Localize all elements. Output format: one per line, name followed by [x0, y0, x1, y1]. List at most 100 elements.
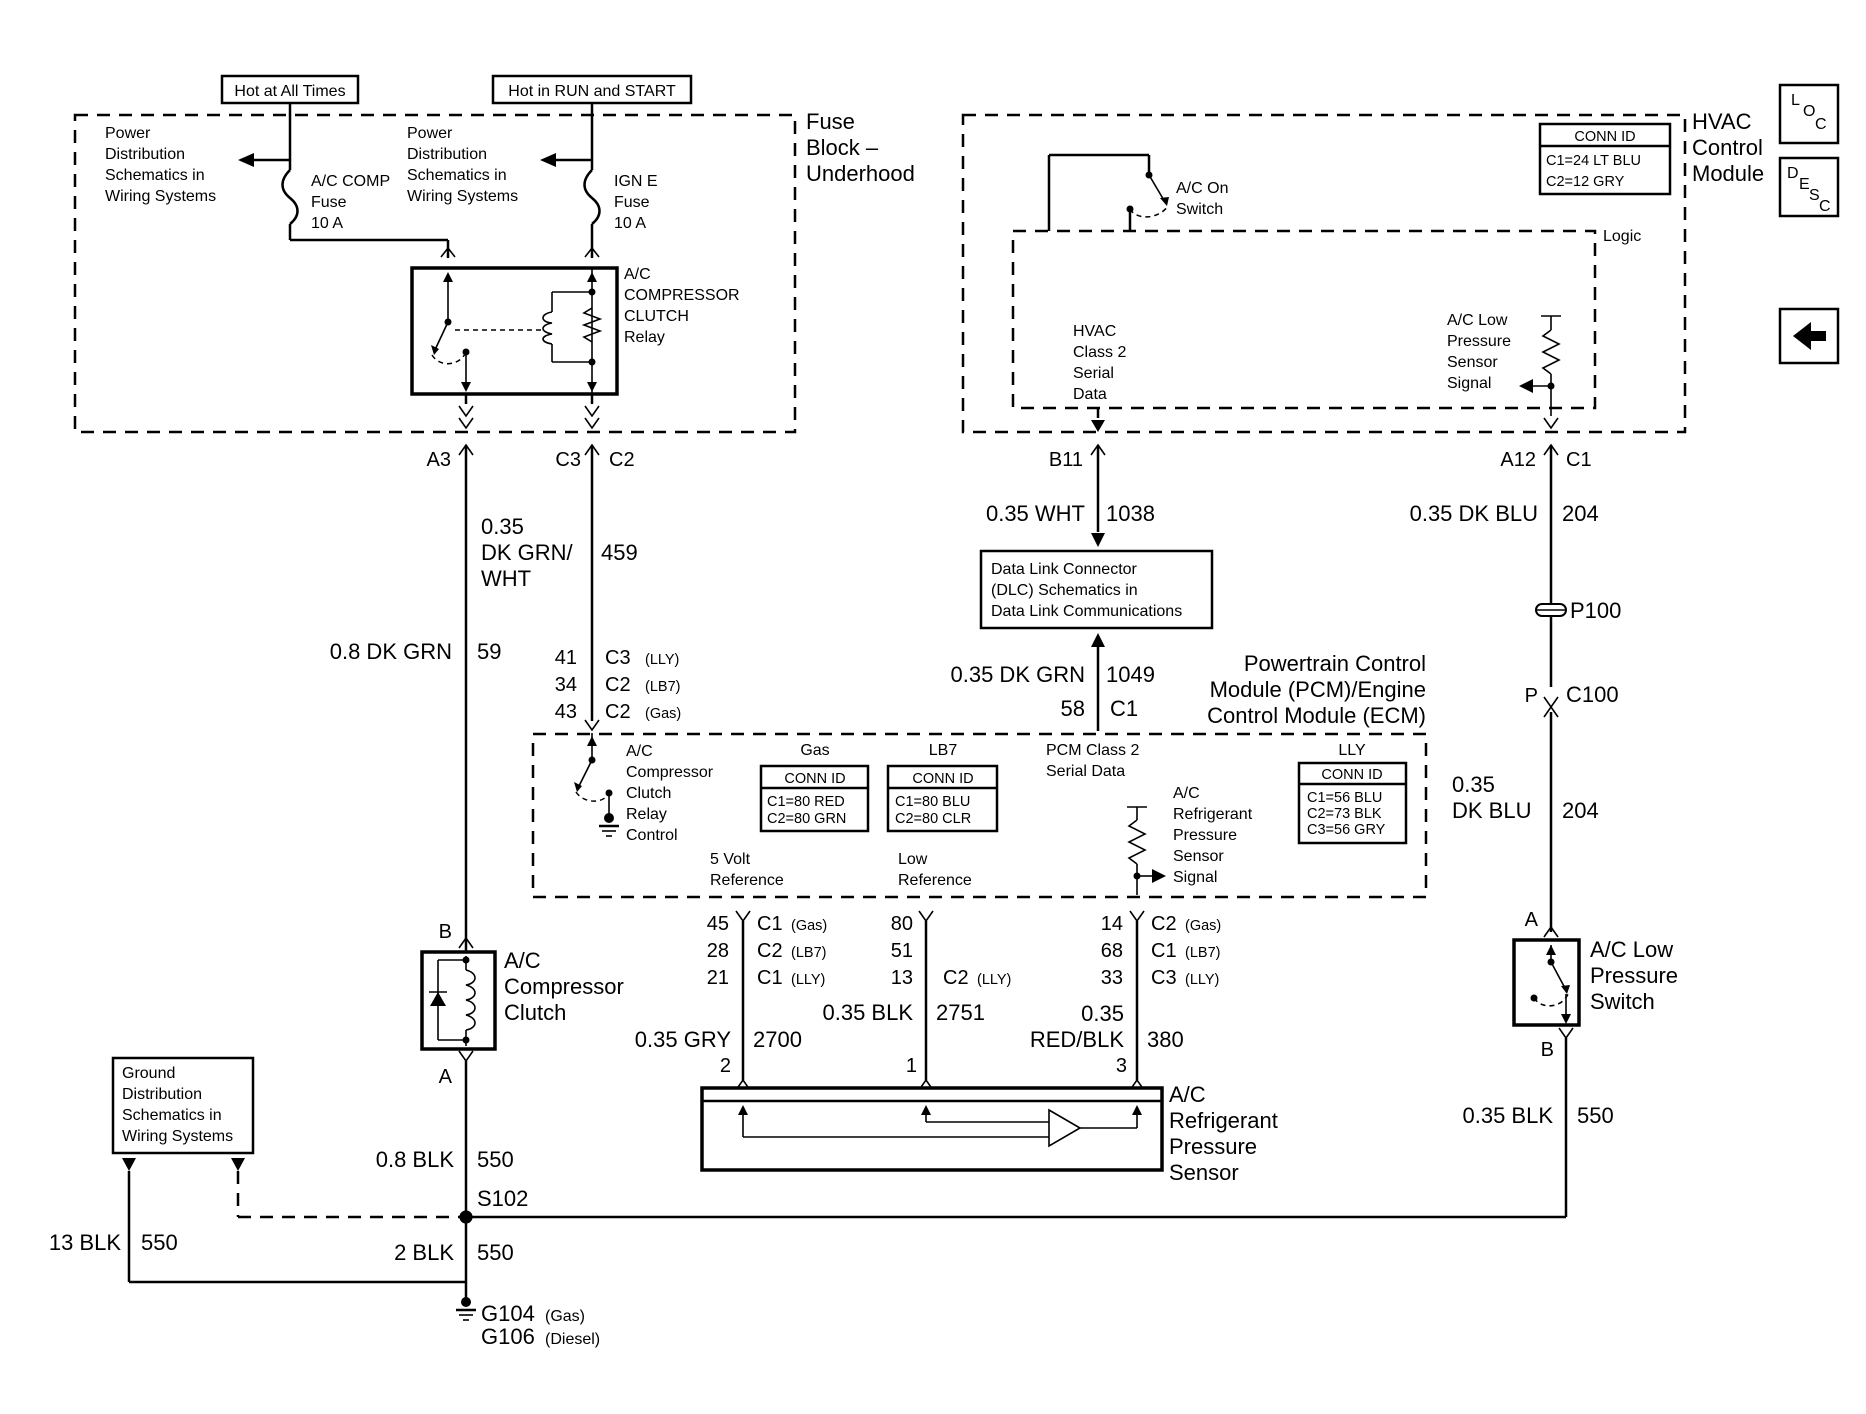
pin-c3: C3	[555, 449, 581, 471]
svg-text:(LLY): (LLY)	[977, 972, 1011, 988]
power-distribution-left-label: Power Distribution Schematics in Wiring …	[105, 125, 216, 205]
svg-text:Data Link Communications: Data Link Communications	[991, 603, 1182, 620]
pins-5v-ref: 45 C1 (Gas) 28 C2 (LB7) 21 C1 (LLY)	[707, 913, 828, 989]
svg-text:WHT: WHT	[481, 566, 531, 591]
wire-204b-circuit: 204	[1562, 798, 1599, 823]
svg-text:C1: C1	[757, 967, 783, 989]
svg-text:28: 28	[707, 940, 729, 962]
hvac-conn-id-box	[1538, 122, 1672, 196]
wire-550a-gauge: 0.8 BLK	[376, 1147, 455, 1172]
wire-550d-circuit: 550	[1577, 1103, 1614, 1128]
svg-text:C: C	[1819, 198, 1831, 215]
pin-a3: A3	[427, 449, 451, 471]
svg-text:33: 33	[1101, 967, 1123, 989]
back-button[interactable]	[1778, 307, 1840, 365]
svg-text:S: S	[1809, 187, 1820, 204]
ac-comp-fuse-icon	[281, 169, 299, 225]
lb7-conn-id-box	[886, 764, 999, 833]
connector-chevron-icon	[735, 910, 751, 923]
hvac-control-module: HVAC Control Module CONN ID C1=24 LT BLU…	[961, 109, 1764, 471]
wire-1049-gauge: 0.35 DK GRN	[951, 662, 1086, 687]
c100-pin-p: P	[1525, 685, 1538, 707]
connector-chevron-icon	[918, 910, 934, 923]
svg-text:Compressor: Compressor	[626, 764, 714, 781]
svg-text:A/C COMP: A/C COMP	[311, 173, 390, 190]
lb7-title: LB7	[929, 742, 958, 759]
svg-text:(Gas): (Gas)	[645, 706, 681, 722]
svg-text:A/C Low: A/C Low	[1590, 937, 1673, 962]
arrow-up-icon	[1091, 633, 1105, 647]
compressor-clutch: B A	[420, 921, 497, 1088]
svg-text:0.35: 0.35	[1081, 1001, 1124, 1026]
arrow-down-icon	[1091, 533, 1105, 547]
ground-symbol-icon	[456, 1308, 476, 1321]
svg-text:10 A: 10 A	[614, 215, 646, 232]
svg-text:41: 41	[555, 647, 577, 669]
svg-text:Pressure: Pressure	[1590, 963, 1678, 988]
connector-chevron-icon	[584, 719, 600, 732]
c100-label: C100	[1566, 682, 1619, 707]
connector-chevron-icon	[1129, 910, 1145, 923]
svg-text:Relay: Relay	[624, 329, 665, 346]
lp-signal-label: A/C Low Pressure Sensor Signal	[1447, 312, 1511, 392]
connector-chevron-icon	[584, 405, 600, 418]
hot-in-run-and-start-label: Hot in RUN and START	[508, 83, 676, 100]
clutch-pin-a: A	[439, 1066, 453, 1088]
svg-text:Refrigerant: Refrigerant	[1169, 1108, 1278, 1133]
svg-text:Module: Module	[1692, 161, 1764, 186]
wire-2700-gauge: 0.35 GRY	[635, 1027, 732, 1052]
loc-button[interactable]: L O C	[1778, 83, 1840, 145]
svg-text:10 A: 10 A	[311, 215, 343, 232]
p100-label: P100	[1570, 598, 1621, 623]
wire-459-circuit: 459	[601, 540, 638, 565]
wire-550b-gauge: 2 BLK	[394, 1240, 454, 1265]
arrow-left-icon	[238, 153, 254, 167]
connector-chevron-icon	[1543, 705, 1559, 718]
compressor-clutch-label: A/C Compressor Clutch	[504, 948, 624, 1025]
sensor-pin-3: 3	[1116, 1055, 1127, 1077]
conn-id-title: CONN ID	[1574, 129, 1635, 145]
svg-text:IGN E: IGN E	[614, 173, 658, 190]
ac-on-switch-label: A/C On Switch	[1176, 180, 1228, 218]
svg-text:(LB7): (LB7)	[1185, 945, 1220, 961]
svg-text:Pressure: Pressure	[1173, 827, 1237, 844]
svg-text:DK BLU: DK BLU	[1452, 798, 1531, 823]
svg-text:PCM Class 2: PCM Class 2	[1046, 742, 1139, 759]
svg-text:45: 45	[707, 913, 729, 935]
svg-text:CONN ID: CONN ID	[912, 771, 973, 787]
svg-text:HVAC: HVAC	[1692, 109, 1752, 134]
wire-550d-gauge: 0.35 BLK	[1462, 1103, 1553, 1128]
svg-text:Data: Data	[1073, 386, 1107, 403]
svg-text:C1: C1	[757, 913, 783, 935]
wire-550c-gauge: 13 BLK	[49, 1230, 121, 1255]
svg-text:Switch: Switch	[1590, 989, 1655, 1014]
svg-text:C2=73 BLK: C2=73 BLK	[1307, 806, 1382, 822]
hot-at-all-times-label: Hot at All Times	[234, 83, 345, 100]
gas-conn-id-box	[759, 764, 870, 833]
logic-label: Logic	[1603, 228, 1641, 245]
wire-59-circuit: 59	[477, 639, 501, 664]
svg-text:COMPRESSOR: COMPRESSOR	[624, 287, 740, 304]
refrigerant-signal-resistor	[1127, 806, 1166, 895]
wire-204-gauge: 0.35 DK BLU	[1410, 501, 1538, 526]
svg-text:Compressor: Compressor	[504, 974, 624, 999]
svg-text:21: 21	[707, 967, 729, 989]
svg-text:Power: Power	[407, 125, 453, 142]
svg-text:Switch: Switch	[1176, 201, 1223, 218]
pcm-class2-label: PCM Class 2 Serial Data	[1046, 742, 1139, 780]
relay-control-label: A/C Compressor Clutch Relay Control	[626, 743, 714, 844]
fuse-block-title: Fuse Block – Underhood	[806, 109, 915, 186]
arrow-down-icon	[122, 1158, 136, 1171]
wire-1038-circuit: 1038	[1106, 501, 1155, 526]
ground-g106-variant: (Diesel)	[545, 1331, 600, 1348]
connector-chevron-icon	[458, 405, 474, 418]
svg-text:0.35: 0.35	[481, 514, 524, 539]
svg-text:43: 43	[555, 701, 577, 723]
pin-b11: B11	[1049, 449, 1083, 471]
svg-text:Block –: Block –	[806, 135, 879, 160]
svg-text:(LB7): (LB7)	[645, 679, 680, 695]
pins-signal: 14 C2 (Gas) 68 C1 (LB7) 33 C3 (LLY)	[1101, 913, 1222, 989]
desc-button[interactable]: D E S C	[1778, 156, 1840, 218]
wire-550b-circuit: 550	[477, 1240, 514, 1265]
svg-text:E: E	[1799, 176, 1810, 193]
